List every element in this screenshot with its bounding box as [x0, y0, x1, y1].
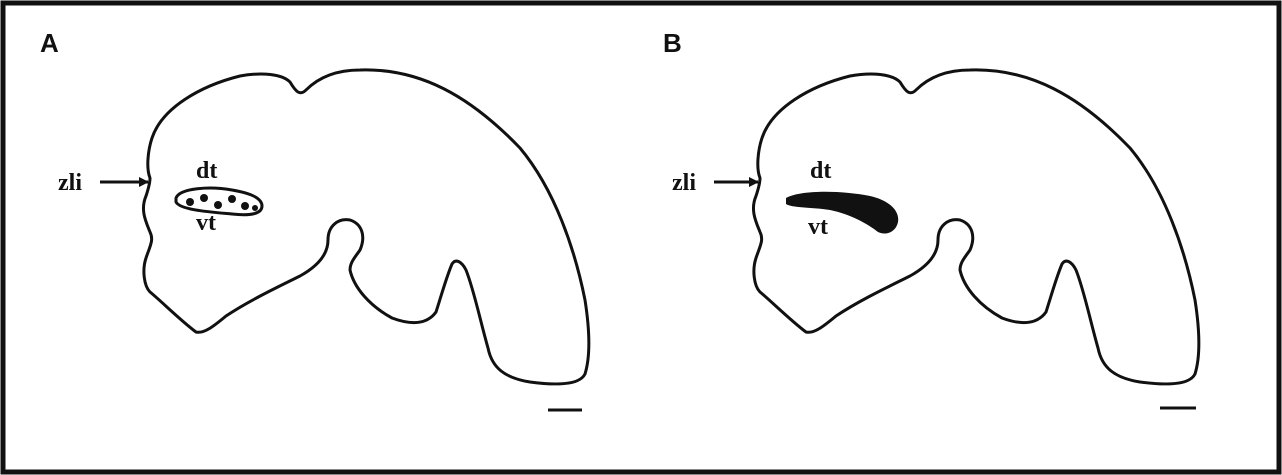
- expression-domain-b: [786, 192, 898, 234]
- panel-b: B zli dt vt: [663, 28, 1199, 408]
- dt-label-b: dt: [810, 158, 831, 184]
- figure-border: [3, 3, 1279, 472]
- panel-a: A zli dt vt: [40, 28, 589, 410]
- panel-letter-b: B: [663, 28, 682, 58]
- vt-label-b: vt: [808, 214, 828, 240]
- expression-domain-a: [176, 188, 262, 215]
- vt-label-a: vt: [196, 210, 216, 236]
- dt-label-a: dt: [196, 158, 217, 184]
- zli-label-b: zli: [672, 170, 696, 196]
- panel-letter-a: A: [40, 28, 59, 58]
- zli-label-a: zli: [58, 170, 82, 196]
